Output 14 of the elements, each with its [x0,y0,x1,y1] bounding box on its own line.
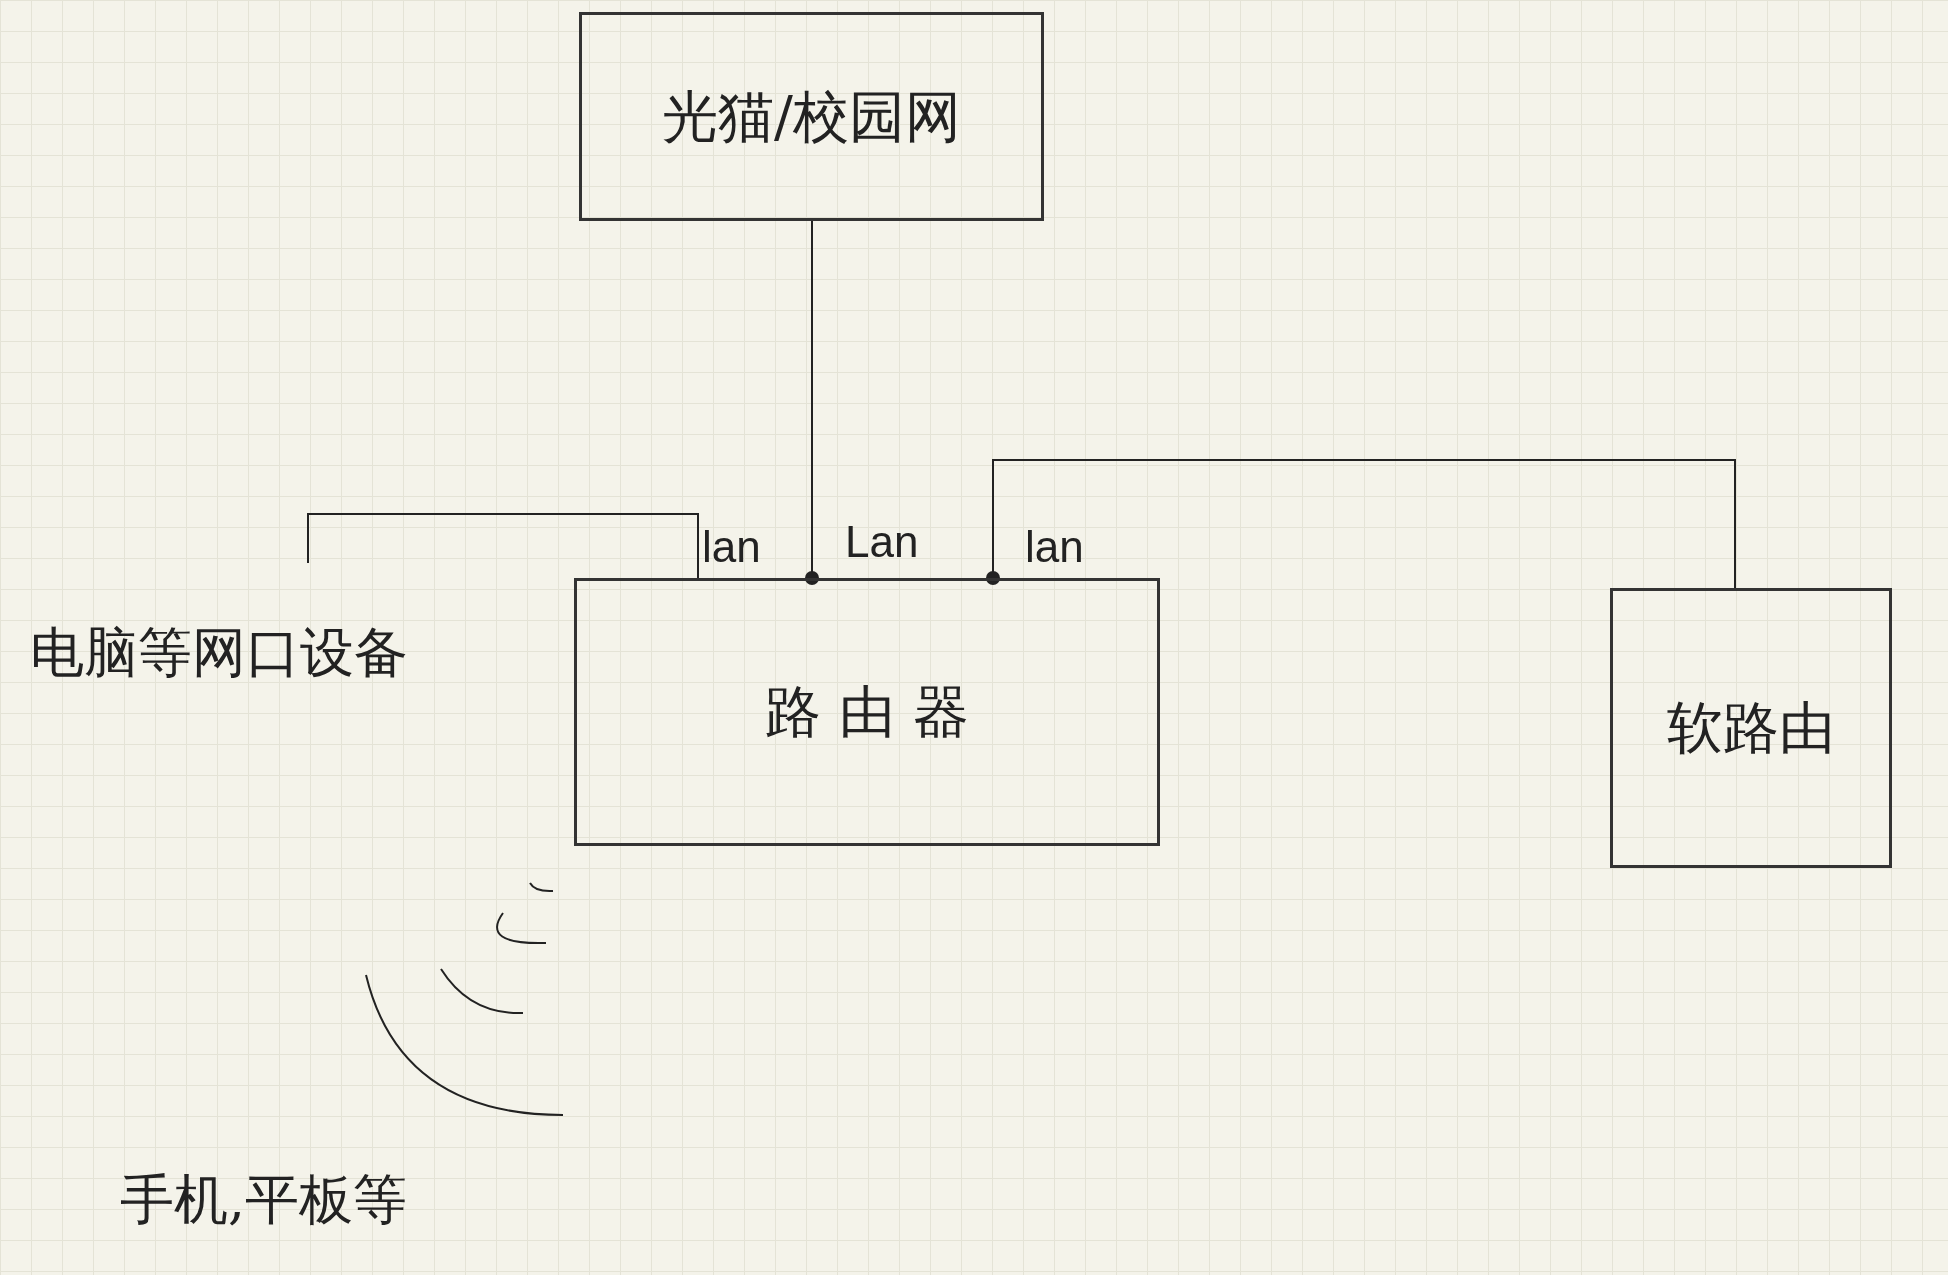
device-label: 软路由 [1667,694,1835,762]
connector-line [805,220,819,585]
device-label: 电脑等网口设备 [30,612,408,693]
device-box [574,578,1160,846]
connector-line [986,459,1736,589]
device-box [1610,588,1892,868]
device-label: 手机,平板等 [120,1159,408,1240]
port-label: lan [702,525,761,569]
port-label: lan [1025,525,1084,569]
device-label: 路 由 器 [765,678,969,746]
connector-line [307,513,699,579]
device-label: 光猫/校园网 [662,82,961,151]
port-label: Lan [845,520,919,564]
device-box [579,12,1044,221]
